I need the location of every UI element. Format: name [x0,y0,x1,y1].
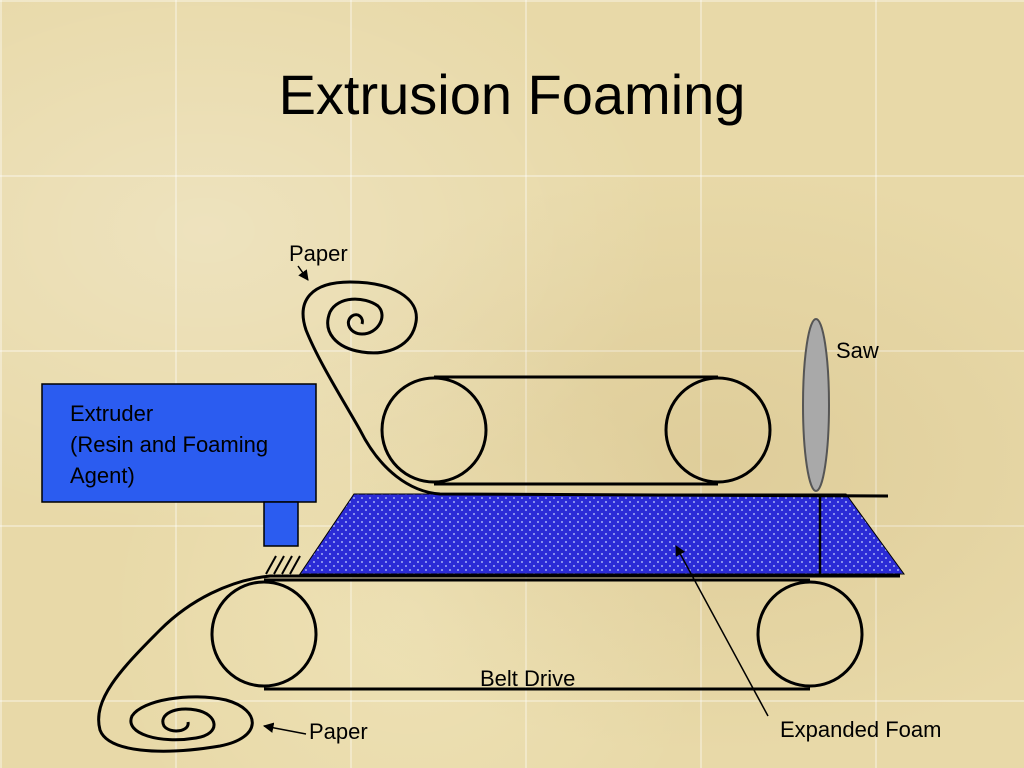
saw-blade [802,318,830,492]
paper-bottom-pointer [262,722,307,735]
top-left-roller [380,376,488,484]
bottom-belt [210,578,864,691]
extruder-label-line1: Extruder [70,401,153,426]
bottom-left-roller [210,580,318,688]
extruder-box [41,383,317,503]
paper-top-label: Paper [289,241,348,266]
top-belt [380,375,772,486]
extruder-label-line3: Agent) [70,463,135,488]
extruder-label-line2: (Resin and Foaming [70,432,268,457]
bottom-right-roller [756,580,864,688]
extruder-nozzle [263,501,299,547]
belt-drive-label: Belt Drive [480,666,575,691]
expanded-foam-slab [299,493,905,575]
extrusion-stream [265,555,301,575]
paper-top-pointer [297,265,309,281]
expanded-foam-label: Expanded Foam [780,717,941,742]
top-paper-roll [301,280,889,498]
saw-label: Saw [836,338,879,363]
expanded-foam-pointer [675,545,769,717]
slide-title: Extrusion Foaming [278,63,746,126]
top-right-roller [664,376,772,484]
paper-bottom-label: Paper [309,719,368,744]
bottom-paper-roll [97,574,900,753]
